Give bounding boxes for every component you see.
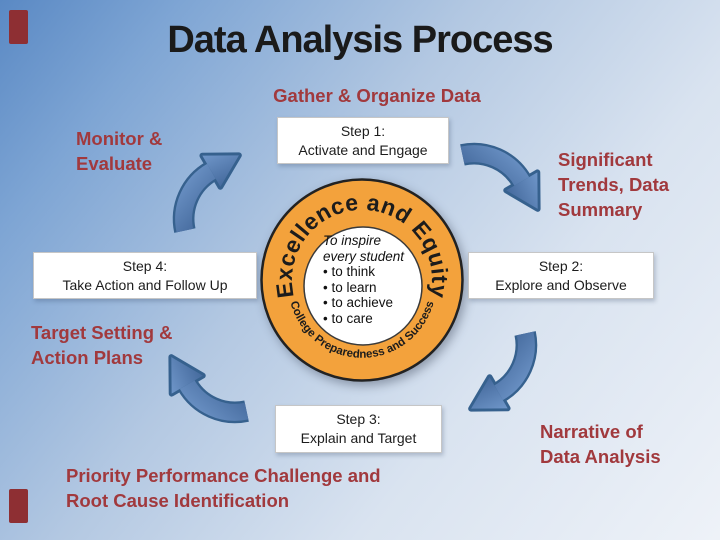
corner-accent-bottom-left xyxy=(9,489,28,523)
step3-box: Step 3:Explain and Target xyxy=(275,405,442,453)
label-target-setting: Target Setting &Action Plans xyxy=(31,322,173,368)
step1-text: Step 1:Activate and Engage xyxy=(298,122,428,158)
label-monitor-evaluate: Monitor &Evaluate xyxy=(76,128,163,174)
corner-accent-top-left xyxy=(9,10,28,44)
step2-text: Step 2:Explore and Observe xyxy=(495,257,627,293)
emblem-mission-bullets: • to think• to learn• to achieve• to car… xyxy=(323,264,394,326)
emblem-inner-circle xyxy=(303,226,423,346)
step3-text: Step 3:Explain and Target xyxy=(300,411,417,446)
excellence-equity-emblem: Excellence and Equity College Preparedne… xyxy=(260,178,464,382)
label-gather-organize-data: Gather & Organize Data xyxy=(273,85,481,106)
arrow-step2-to-step3-icon xyxy=(468,331,538,412)
arrow-step1-to-step2-icon xyxy=(460,142,541,212)
step2-box: Step 2:Explore and Observe xyxy=(468,252,654,299)
arrow-step3-to-step4-icon xyxy=(168,354,249,424)
step4-text: Step 4:Take Action and Follow Up xyxy=(62,257,228,293)
arrow-step4-to-step1-icon xyxy=(172,152,242,233)
step1-box: Step 1:Activate and Engage xyxy=(277,117,449,164)
step4-box: Step 4:Take Action and Follow Up xyxy=(33,252,257,299)
page-title: Data Analysis Process xyxy=(167,19,553,61)
